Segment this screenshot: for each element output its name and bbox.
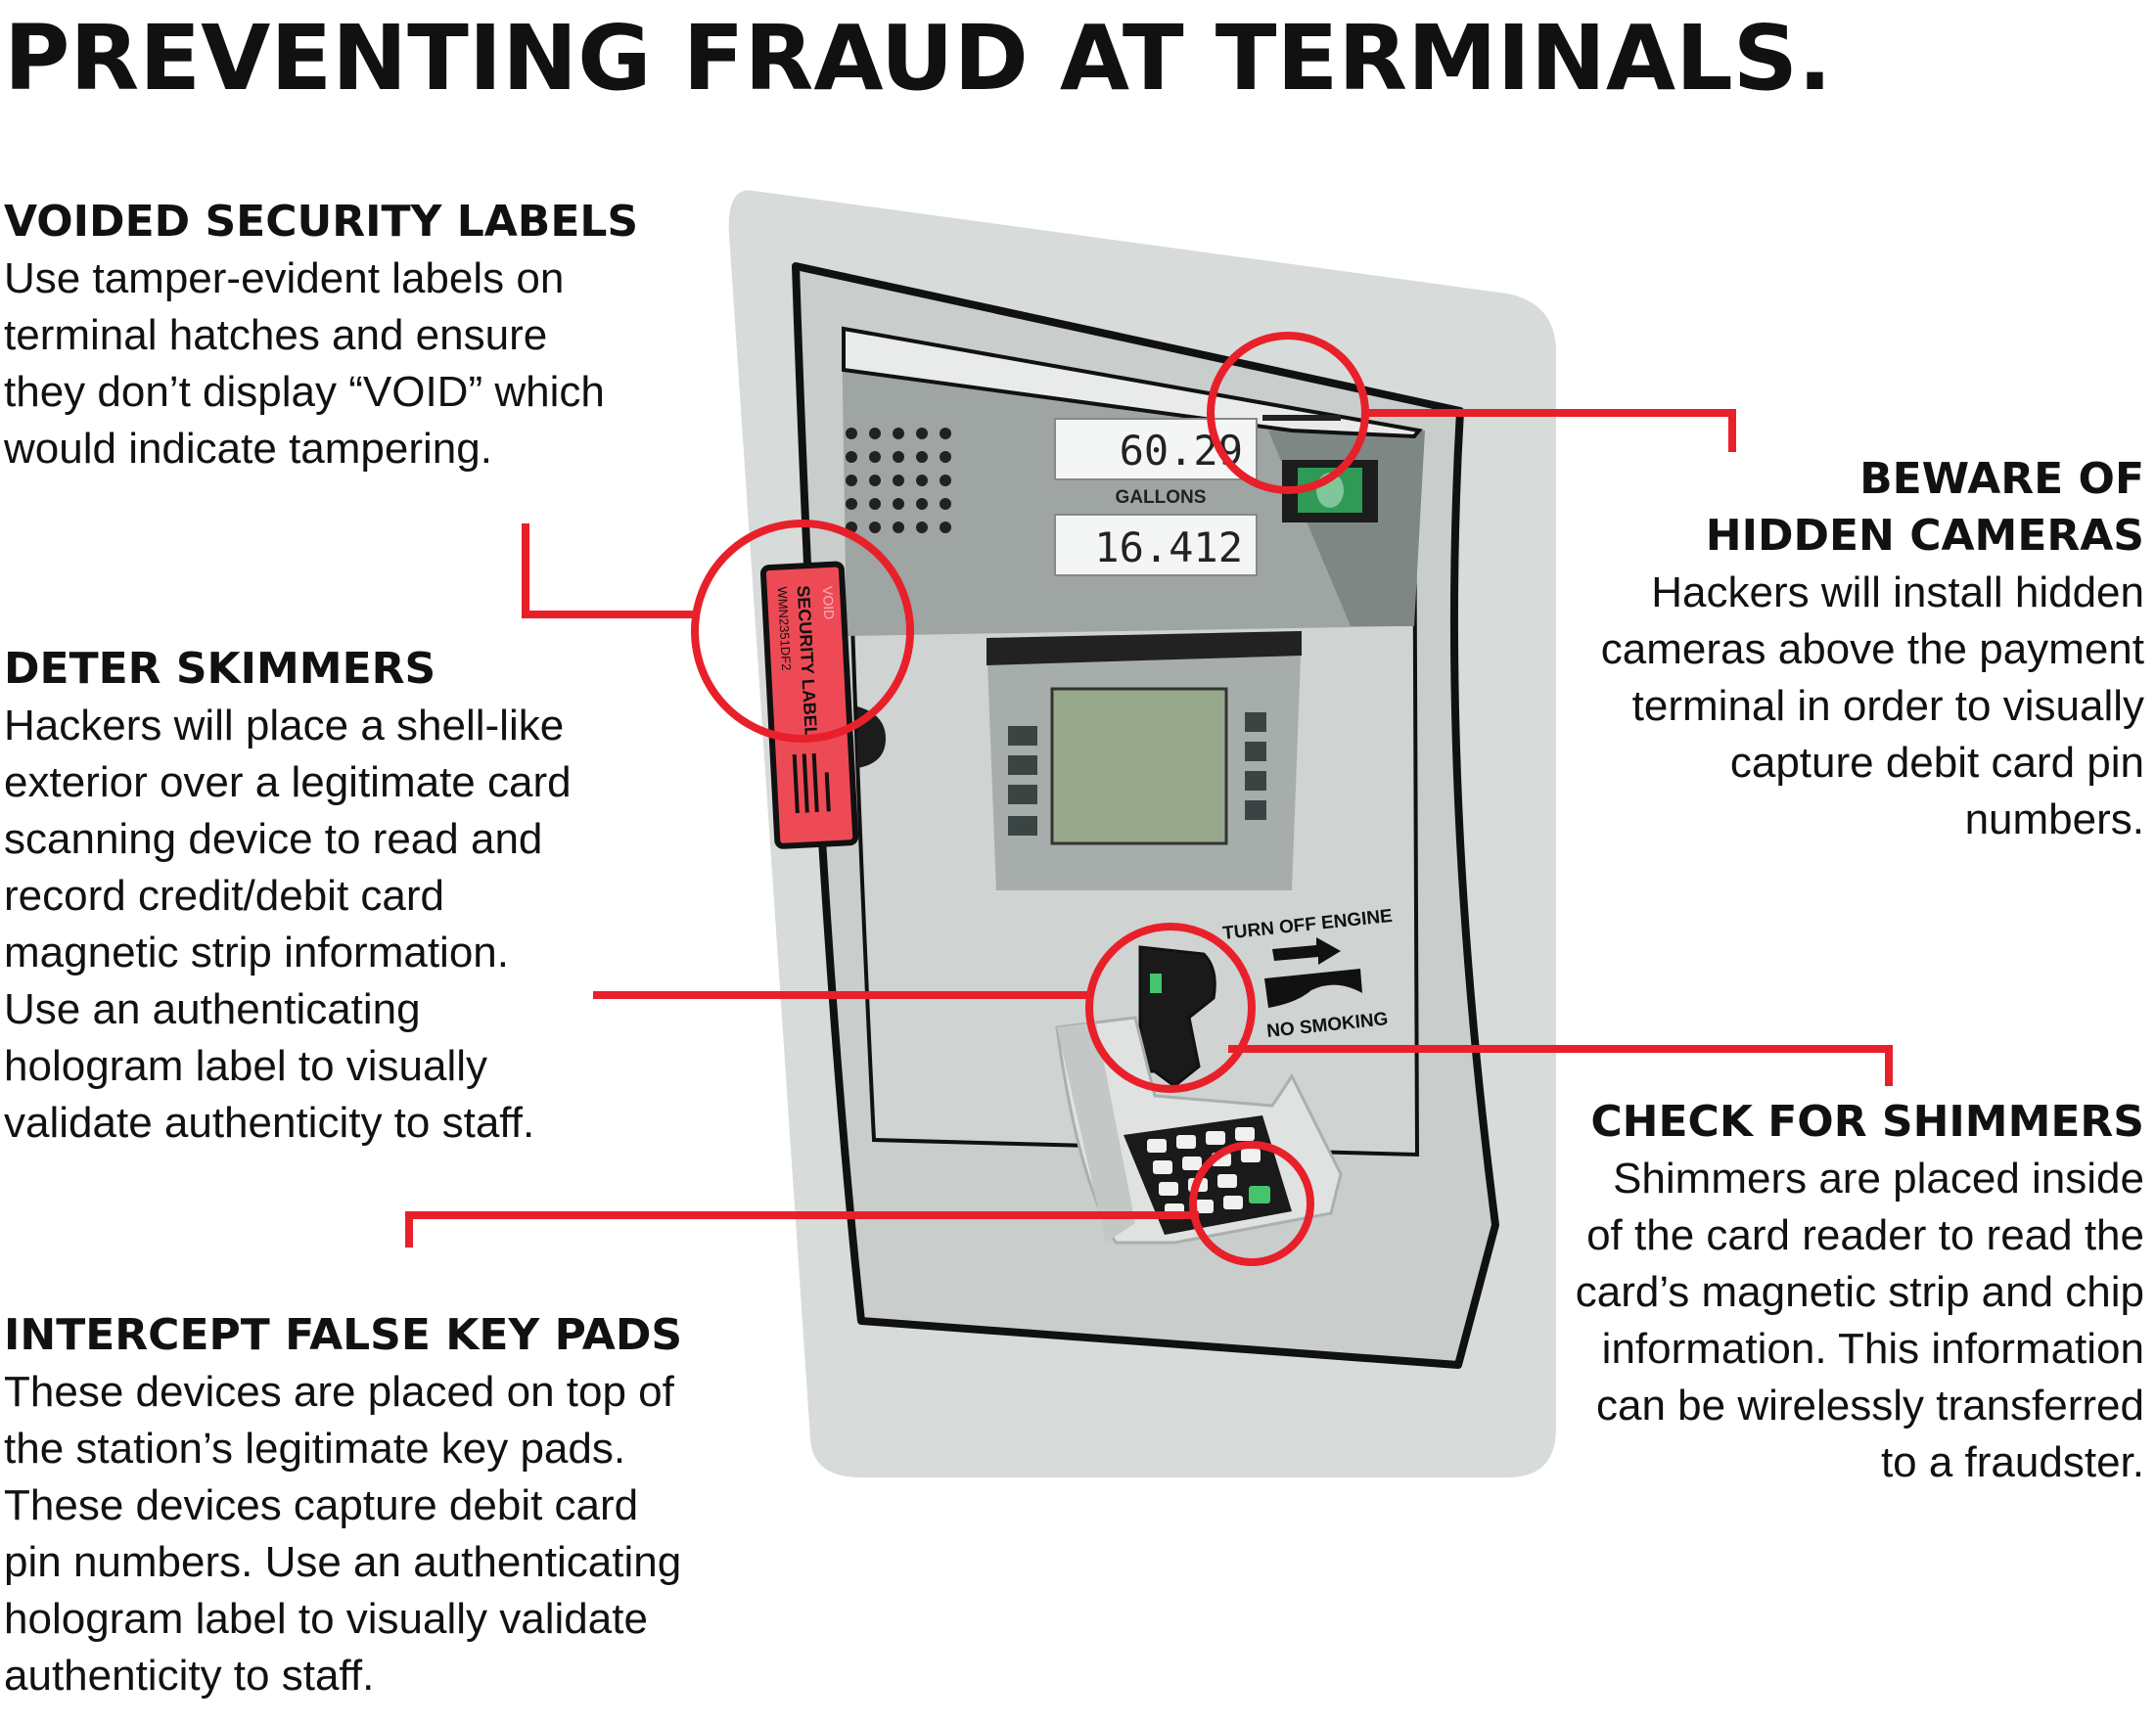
keypad-housing-left-wall	[1057, 1022, 1135, 1243]
callout-deter-skimmers-body: Hackers will place a shell-like exterior…	[4, 698, 767, 1152]
highlight-hidden-camera	[1207, 332, 1369, 494]
connector-hidden-cameras	[1365, 409, 1736, 452]
sign-arrow-icon	[1272, 937, 1341, 965]
callout-circles	[691, 332, 1369, 1266]
callout-shimmers-line: to a fraudster.	[1880, 1438, 2144, 1486]
callout-hidden-cameras-line: Hackers will install hidden	[1651, 568, 2144, 616]
callout-shimmers: CHECK FOR SHIMMERS Shimmers are placed i…	[1381, 1094, 2144, 1491]
terminal-top-strip	[842, 326, 1423, 439]
callout-voided-labels: VOIDED SECURITY LABELS Use tamper-eviden…	[4, 194, 767, 477]
callout-deter-skimmers-line: validate authenticity to staff.	[4, 1099, 535, 1147]
callout-false-keypads-line: authenticity to staff.	[4, 1652, 375, 1700]
callout-hidden-cameras-heading: BEWARE OF HIDDEN CAMERAS	[1381, 451, 2144, 565]
callout-hidden-cameras-line: numbers.	[1964, 795, 2144, 843]
callout-hidden-cameras-heading-line: HIDDEN CAMERAS	[1705, 511, 2144, 561]
security-label-code: WMN2351DF2	[775, 586, 794, 671]
screen-buttons-right	[1245, 712, 1266, 820]
display-bottom-value: 16.412	[1094, 523, 1243, 571]
keypad-enter-key	[1249, 1186, 1270, 1203]
callout-deter-skimmers-heading: DETER SKIMMERS	[4, 644, 436, 694]
card-reader-light	[1150, 974, 1162, 993]
callout-deter-skimmers-line: exterior over a legitimate card	[4, 758, 572, 806]
screen-bezel-shadow	[986, 631, 1302, 665]
callout-shimmers-line: card’s magnetic strip and chip	[1575, 1268, 2144, 1316]
callout-false-keypads-heading: INTERCEPT FALSE KEY PADS	[4, 1310, 683, 1360]
callout-deter-skimmers-line: Use an authenticating	[4, 985, 421, 1033]
callout-voided-labels-line: Use tamper-evident labels on	[4, 254, 565, 302]
callout-false-keypads: INTERCEPT FALSE KEY PADS These devices a…	[4, 1307, 767, 1704]
callout-shimmers-heading: CHECK FOR SHIMMERS	[1590, 1097, 2144, 1147]
callout-lines	[405, 409, 1893, 1248]
callout-hidden-cameras-line: cameras above the payment	[1600, 625, 2144, 673]
callout-hidden-cameras-line: capture debit card pin	[1729, 739, 2144, 787]
callout-false-keypads-line: pin numbers. Use an authenticating	[4, 1538, 682, 1586]
callout-false-keypads-line: hologram label to visually validate	[4, 1595, 648, 1643]
connector-false-keypads	[405, 1211, 1199, 1248]
screen-buttons-left	[1008, 726, 1037, 836]
callout-shimmers-line: of the card reader to read the	[1586, 1211, 2144, 1259]
callout-hidden-cameras: BEWARE OF HIDDEN CAMERAS Hackers will in…	[1381, 451, 2144, 848]
callout-hidden-cameras-heading-line: BEWARE OF	[1859, 454, 2144, 504]
connector-shimmers	[1228, 1045, 1893, 1086]
callout-deter-skimmers-line: scanning device to read and	[4, 815, 543, 863]
card-slot	[1262, 415, 1341, 421]
callout-deter-skimmers-line: magnetic strip information.	[4, 929, 509, 976]
security-label-void: VOID	[820, 586, 838, 620]
sign-nozzle-icon	[1264, 969, 1362, 1008]
speaker-grille	[846, 428, 951, 533]
callout-false-keypads-line: These devices are placed on top of	[4, 1368, 674, 1416]
highlight-security-label	[691, 520, 914, 743]
callout-false-keypads-line: the station’s legitimate key pads.	[4, 1425, 626, 1473]
highlight-keypad	[1189, 1141, 1314, 1266]
callout-shimmers-line: Shimmers are placed inside	[1613, 1155, 2144, 1203]
terminal-screen	[1050, 687, 1228, 845]
callout-shimmers-line: information. This information	[1601, 1325, 2144, 1373]
callout-deter-skimmers-line: hologram label to visually	[4, 1042, 488, 1090]
callout-hidden-cameras-line: terminal in order to visually	[1631, 682, 2144, 730]
page-title: PREVENTING FRAUD AT TERMINALS.	[4, 6, 1832, 111]
callout-voided-labels-body: Use tamper-evident labels on terminal ha…	[4, 250, 767, 477]
security-label-barcode	[792, 752, 831, 814]
connector-voided-labels	[522, 523, 698, 618]
highlight-card-reader	[1085, 923, 1256, 1093]
callout-voided-labels-heading: VOIDED SECURITY LABELS	[4, 197, 639, 247]
callout-false-keypads-line: These devices capture debit card	[4, 1481, 639, 1529]
callout-deter-skimmers-line: Hackers will place a shell-like	[4, 702, 565, 749]
callout-deter-skimmers-line: record credit/debit card	[4, 872, 444, 920]
callout-false-keypads-body: These devices are placed on top of the s…	[4, 1364, 767, 1704]
callout-shimmers-body: Shimmers are placed inside of the card r…	[1381, 1151, 2144, 1491]
callout-voided-labels-line: terminal hatches and ensure	[4, 311, 548, 359]
callout-voided-labels-line: would indicate tampering.	[4, 425, 492, 473]
callout-deter-skimmers: DETER SKIMMERS Hackers will place a shel…	[4, 641, 767, 1152]
callout-hidden-cameras-body: Hackers will install hidden cameras abov…	[1381, 565, 2144, 848]
display-bottom-box	[1054, 514, 1258, 576]
callout-voided-labels-line: they don’t display “VOID” which	[4, 368, 605, 416]
security-label-sticker: SECURITY LABEL WMN2351DF2 VOID	[759, 561, 859, 849]
callout-shimmers-line: can be wirelessly transferred	[1595, 1382, 2144, 1430]
display-gallons-label: GALLONS	[1116, 487, 1207, 508]
